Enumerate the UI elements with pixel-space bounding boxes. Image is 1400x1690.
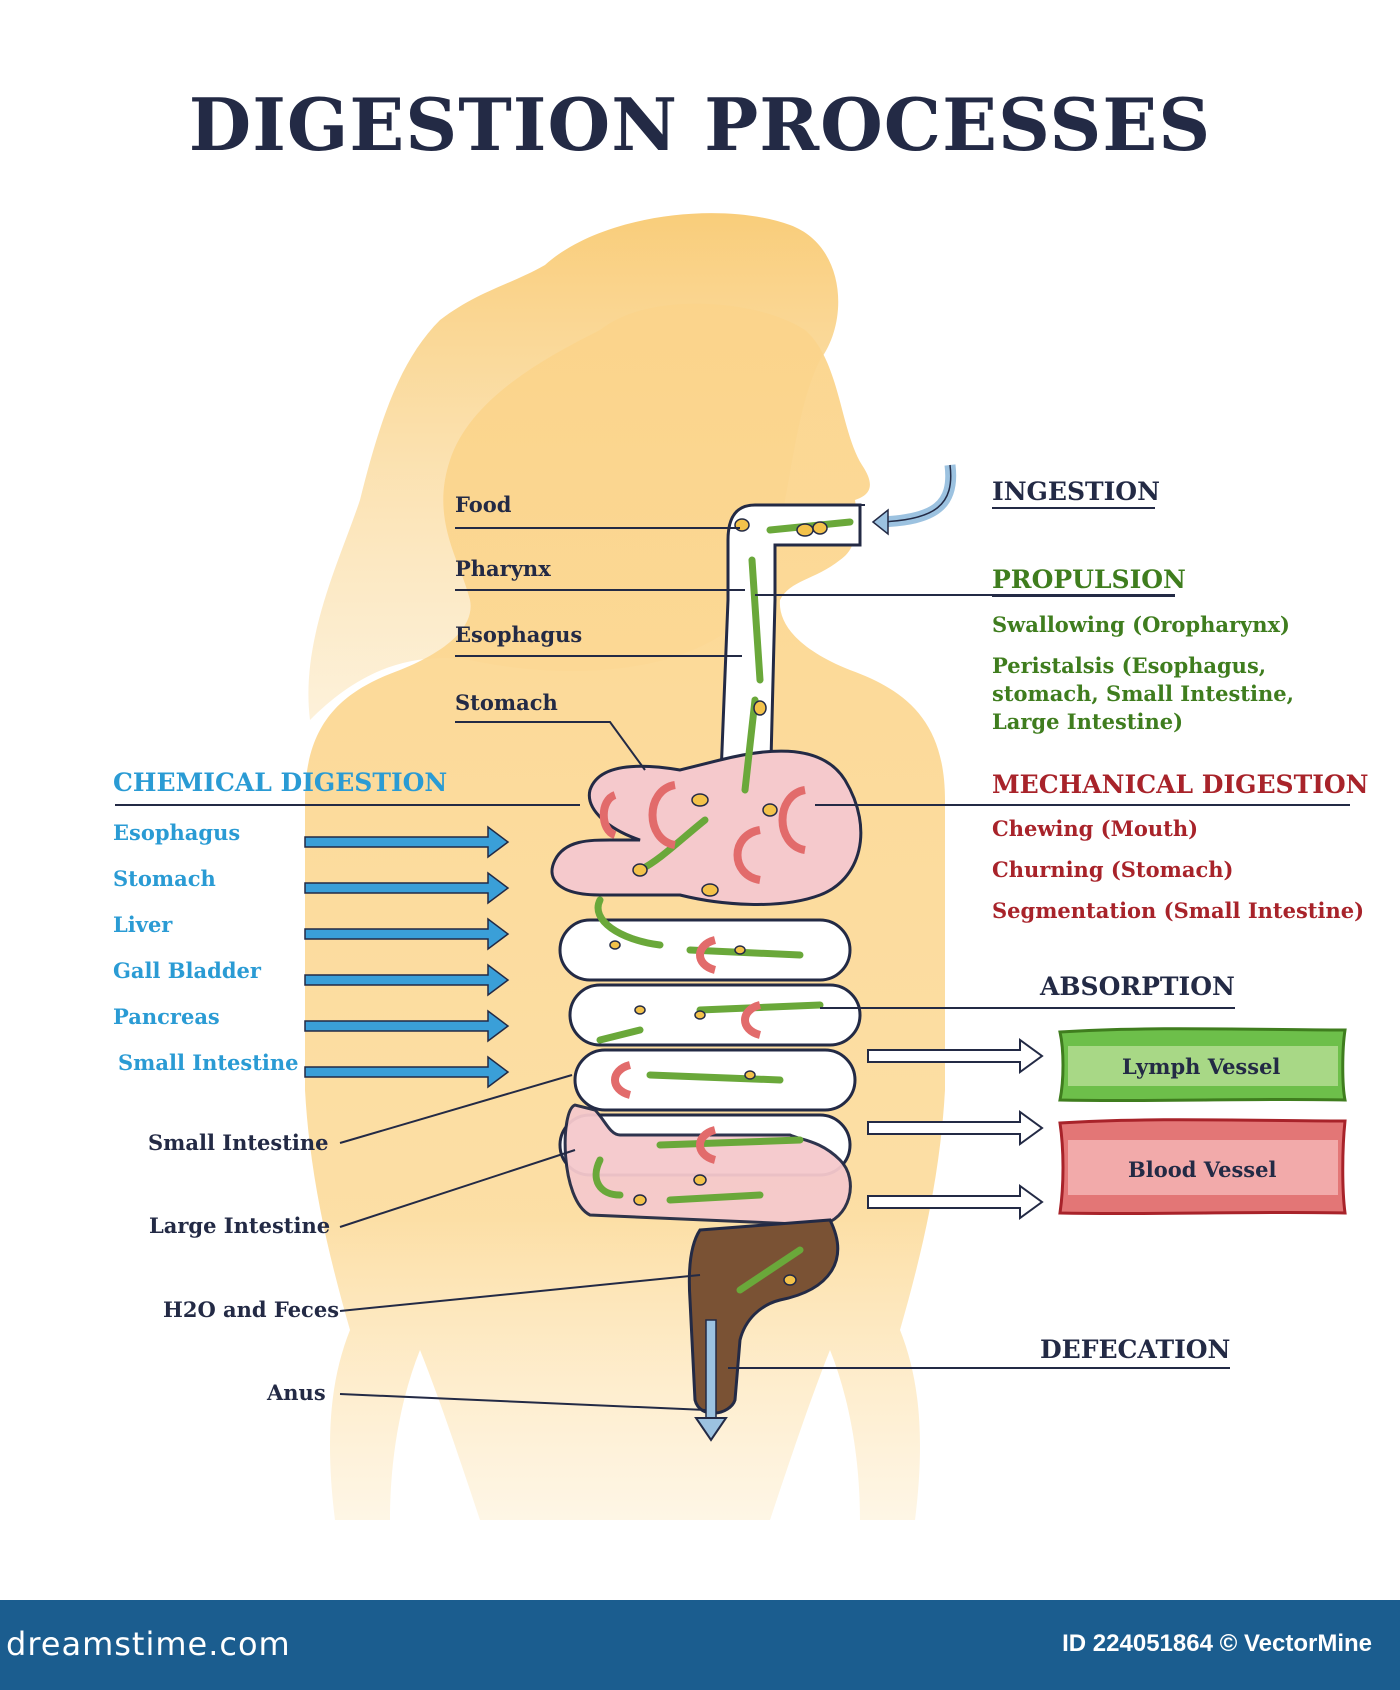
label-esophagus: Esophagus [455, 622, 583, 647]
ingestion-arrow-icon [879, 464, 957, 528]
absorption-heading: ABSORPTION [1040, 972, 1235, 1001]
ingestion-arrow-outline [879, 464, 952, 523]
mechanical-digestion-heading: MECHANICAL DIGESTION [992, 770, 1369, 799]
label-h2o-feces: H2O and Feces [163, 1297, 340, 1322]
page-title: DIGESTION PROCESSES [188, 82, 1212, 167]
large-intestine-shape [563, 1103, 852, 1227]
propulsion-item-3: stomach, Small Intestine, [992, 681, 1294, 706]
label-food: Food [455, 492, 512, 517]
chemical-digestion-heading: CHEMICAL DIGESTION [113, 768, 448, 797]
chemical-item-esophagus: Esophagus [113, 820, 241, 845]
digestive-system-illustration [115, 213, 1350, 1520]
chemical-arrows [304, 825, 510, 1089]
anus-channel [705, 1319, 717, 1421]
mechanical-item-3: Segmentation (Small Intestine) [992, 898, 1365, 923]
label-pharynx: Pharynx [455, 556, 551, 581]
blood-vessel-label: Blood Vessel [1128, 1157, 1277, 1182]
blood-vessel [1058, 1118, 1347, 1216]
footer-id: ID 224051864 © VectorMine [1062, 1630, 1372, 1657]
defecation-heading: DEFECATION [1040, 1335, 1231, 1364]
chemical-item-stomach: Stomach [113, 866, 216, 891]
absorption-arrows [867, 1038, 1044, 1220]
propulsion-item-4: Large Intestine) [992, 709, 1184, 734]
label-anus: Anus [267, 1380, 326, 1405]
propulsion-heading: PROPULSION [992, 565, 1186, 594]
chemical-item-gall-bladder: Gall Bladder [113, 958, 261, 983]
label-small-intestine: Small Intestine [148, 1130, 329, 1155]
anus-arrow-icon [694, 1417, 728, 1442]
stomach-shape [550, 749, 863, 906]
chemical-item-small-intestine: Small Intestine [118, 1050, 299, 1075]
ingestion-heading: INGESTION [992, 477, 1160, 506]
lymph-vessel [1058, 1027, 1347, 1103]
propulsion-item-2: Peristalsis (Esophagus, [992, 653, 1267, 678]
mechanical-item-1: Chewing (Mouth) [992, 816, 1199, 841]
propulsion-item-1: Swallowing (Oropharynx) [992, 612, 1290, 637]
rectum-shape [687, 1218, 840, 1415]
mechanical-item-2: Churning (Stomach) [992, 857, 1234, 882]
label-stomach: Stomach [455, 690, 558, 715]
churning-loops [599, 781, 807, 1164]
lymph-vessel-label: Lymph Vessel [1122, 1054, 1281, 1079]
label-large-intestine: Large Intestine [149, 1213, 331, 1238]
leader-lines [115, 504, 1350, 1411]
footer-bar: dreamstime.com ID 224051864 © VectorMine [0, 1600, 1400, 1690]
chemical-item-pancreas: Pancreas [113, 1004, 220, 1029]
footer-brand: dreamstime.com [6, 1625, 291, 1663]
ingestion-arrow-head [871, 508, 889, 536]
food-particles [609, 518, 828, 1286]
chemical-item-liver: Liver [113, 912, 173, 937]
